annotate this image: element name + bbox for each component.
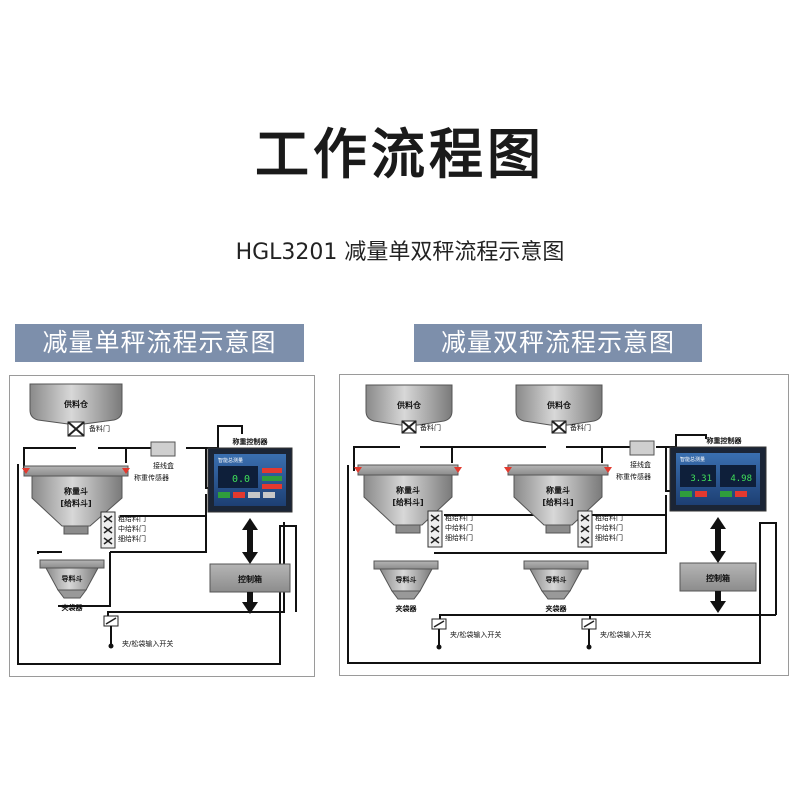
single-controller: 称重控制器 智能总测量 0.0 <box>207 437 293 513</box>
double-controller: 称重控制器 智能总测量 3.31 4.98 <box>669 436 767 512</box>
double-bag-switch-2-label: 夹/松袋输入开关 <box>600 630 651 639</box>
double-guide-hopper-1: 导料斗 夹袋器 <box>373 560 439 613</box>
double-bag-switch-1: 夹/松袋输入开关 <box>431 618 501 650</box>
page-subtitle: HGL3201 减量单双秤流程示意图 <box>235 240 565 265</box>
double-weigh-hopper-2: 称量斗 [给料斗] <box>504 464 612 534</box>
single-gate-medium-label: 中给料门 <box>118 524 146 533</box>
double-supply-bin-1: 供料仓 备料门 <box>365 384 453 434</box>
double-guide-hopper-1-label: 导料斗 <box>396 575 417 584</box>
double-hopper-2-label-1: 称量斗 <box>546 485 570 495</box>
single-supply-bin-label: 供料仓 <box>63 399 89 409</box>
double-hopper-1-label-2: [给料斗] <box>392 497 423 507</box>
double-hopper-2-label-2: [给料斗] <box>542 497 573 507</box>
double-scale-heading: 减量双秤流程示意图 <box>414 324 702 362</box>
single-gate-fine-label: 细给料门 <box>118 534 146 543</box>
single-guide-hopper: 导料斗 夹袋器 <box>39 559 105 612</box>
double-control-box-label: 控制箱 <box>706 573 730 583</box>
double-hopper-1-label-1: 称量斗 <box>396 485 420 495</box>
single-hopper-label-1: 称量斗 <box>64 486 88 496</box>
single-control-box: 控制箱 <box>209 563 291 593</box>
single-weigh-hopper: 称量斗 [给料斗] <box>23 465 129 535</box>
double-screen-value-1: 3.31 <box>690 474 712 484</box>
double-supply-bin-2: 供料仓 备料门 <box>515 384 603 434</box>
double-screen-value-2: 4.98 <box>730 474 752 484</box>
double-gate-2-medium: 中给料门 <box>595 523 623 532</box>
single-gate-coarse-label: 粗给料门 <box>118 514 146 523</box>
single-supply-bin: 供料仓 <box>29 383 123 437</box>
double-gate-2-coarse: 粗给料门 <box>595 513 623 522</box>
single-screen-title: 智能总测量 <box>218 457 243 464</box>
single-wire-box: 接线盒 <box>150 441 176 470</box>
double-screen-title: 智能总测量 <box>680 456 705 463</box>
single-scale-diagram: 供料仓 备料门 接线盒 称量斗 [给料斗] 称重传感器 粗给料门 中给料门 细给… <box>9 375 315 677</box>
double-bag-clamp-2-label: 夹袋器 <box>546 604 568 613</box>
single-load-cells <box>22 468 130 474</box>
single-wire-box-label: 接线盒 <box>153 461 174 470</box>
single-output-arrow <box>242 592 258 614</box>
double-bag-clamp-1-label: 夹袋器 <box>396 604 418 613</box>
single-scale-heading: 减量单秤流程示意图 <box>15 324 304 362</box>
double-bag-switch-2: 夹/松袋输入开关 <box>581 618 651 650</box>
single-standby-gate-label: 备料门 <box>89 424 110 433</box>
page-title: 工作流程图 <box>255 123 545 186</box>
single-guide-hopper-label: 导料斗 <box>62 574 83 583</box>
single-control-box-label: 控制箱 <box>238 574 262 584</box>
double-gate-1-fine: 细给料门 <box>445 533 473 542</box>
single-bag-switch: 夹/松袋输入开关 <box>103 615 173 649</box>
single-load-cell-label: 称重传感器 <box>134 473 169 482</box>
double-data-arrow <box>710 517 726 563</box>
double-feed-gates-1: 粗给料门 中给料门 细给料门 <box>427 510 473 548</box>
double-feed-gates-2: 粗给料门 中给料门 细给料门 <box>577 510 623 548</box>
double-output-arrow <box>710 591 726 613</box>
single-bag-switch-label: 夹/松袋输入开关 <box>122 639 173 648</box>
double-supply-bin-1-label: 供料仓 <box>396 400 422 410</box>
double-gate-2-fine: 细给料门 <box>595 533 623 542</box>
single-screen-value: 0.0 <box>232 474 250 485</box>
double-standby-gate-2-label: 备料门 <box>570 423 591 432</box>
double-standby-gate-1-label: 备料门 <box>420 423 441 432</box>
double-gate-1-coarse: 粗给料门 <box>445 513 473 522</box>
single-hopper-label-2: [给料斗] <box>60 498 91 508</box>
double-gate-1-medium: 中给料门 <box>445 523 473 532</box>
single-bag-clamp-label: 夹袋器 <box>62 603 84 612</box>
double-scale-diagram: 供料仓 备料门 供料仓 备料门 接线盒 称量斗 [给料斗] 称量斗 [给料斗] … <box>339 374 789 676</box>
single-scale-svg: 供料仓 备料门 接线盒 称量斗 [给料斗] 称重传感器 粗给料门 中给料门 细给… <box>17 383 297 665</box>
double-wire-box-label: 接线盒 <box>630 460 651 469</box>
double-bag-switch-1-label: 夹/松袋输入开关 <box>450 630 501 639</box>
double-supply-bin-2-label: 供料仓 <box>546 400 572 410</box>
double-guide-hopper-2-label: 导料斗 <box>546 575 567 584</box>
double-load-cell-label: 称重传感器 <box>616 472 651 481</box>
double-scale-svg: 供料仓 备料门 供料仓 备料门 接线盒 称量斗 [给料斗] 称量斗 [给料斗] … <box>347 384 777 664</box>
single-feed-gates: 粗给料门 中给料门 细给料门 <box>100 511 146 549</box>
double-wire-box: 接线盒 <box>629 440 655 469</box>
double-guide-hopper-2: 导料斗 夹袋器 <box>523 560 589 613</box>
double-controller-label: 称重控制器 <box>707 436 743 445</box>
single-controller-label: 称重控制器 <box>233 437 269 446</box>
double-weigh-hopper-1: 称量斗 [给料斗] <box>354 464 462 534</box>
single-data-arrow <box>242 518 258 564</box>
double-control-box: 控制箱 <box>679 562 757 592</box>
